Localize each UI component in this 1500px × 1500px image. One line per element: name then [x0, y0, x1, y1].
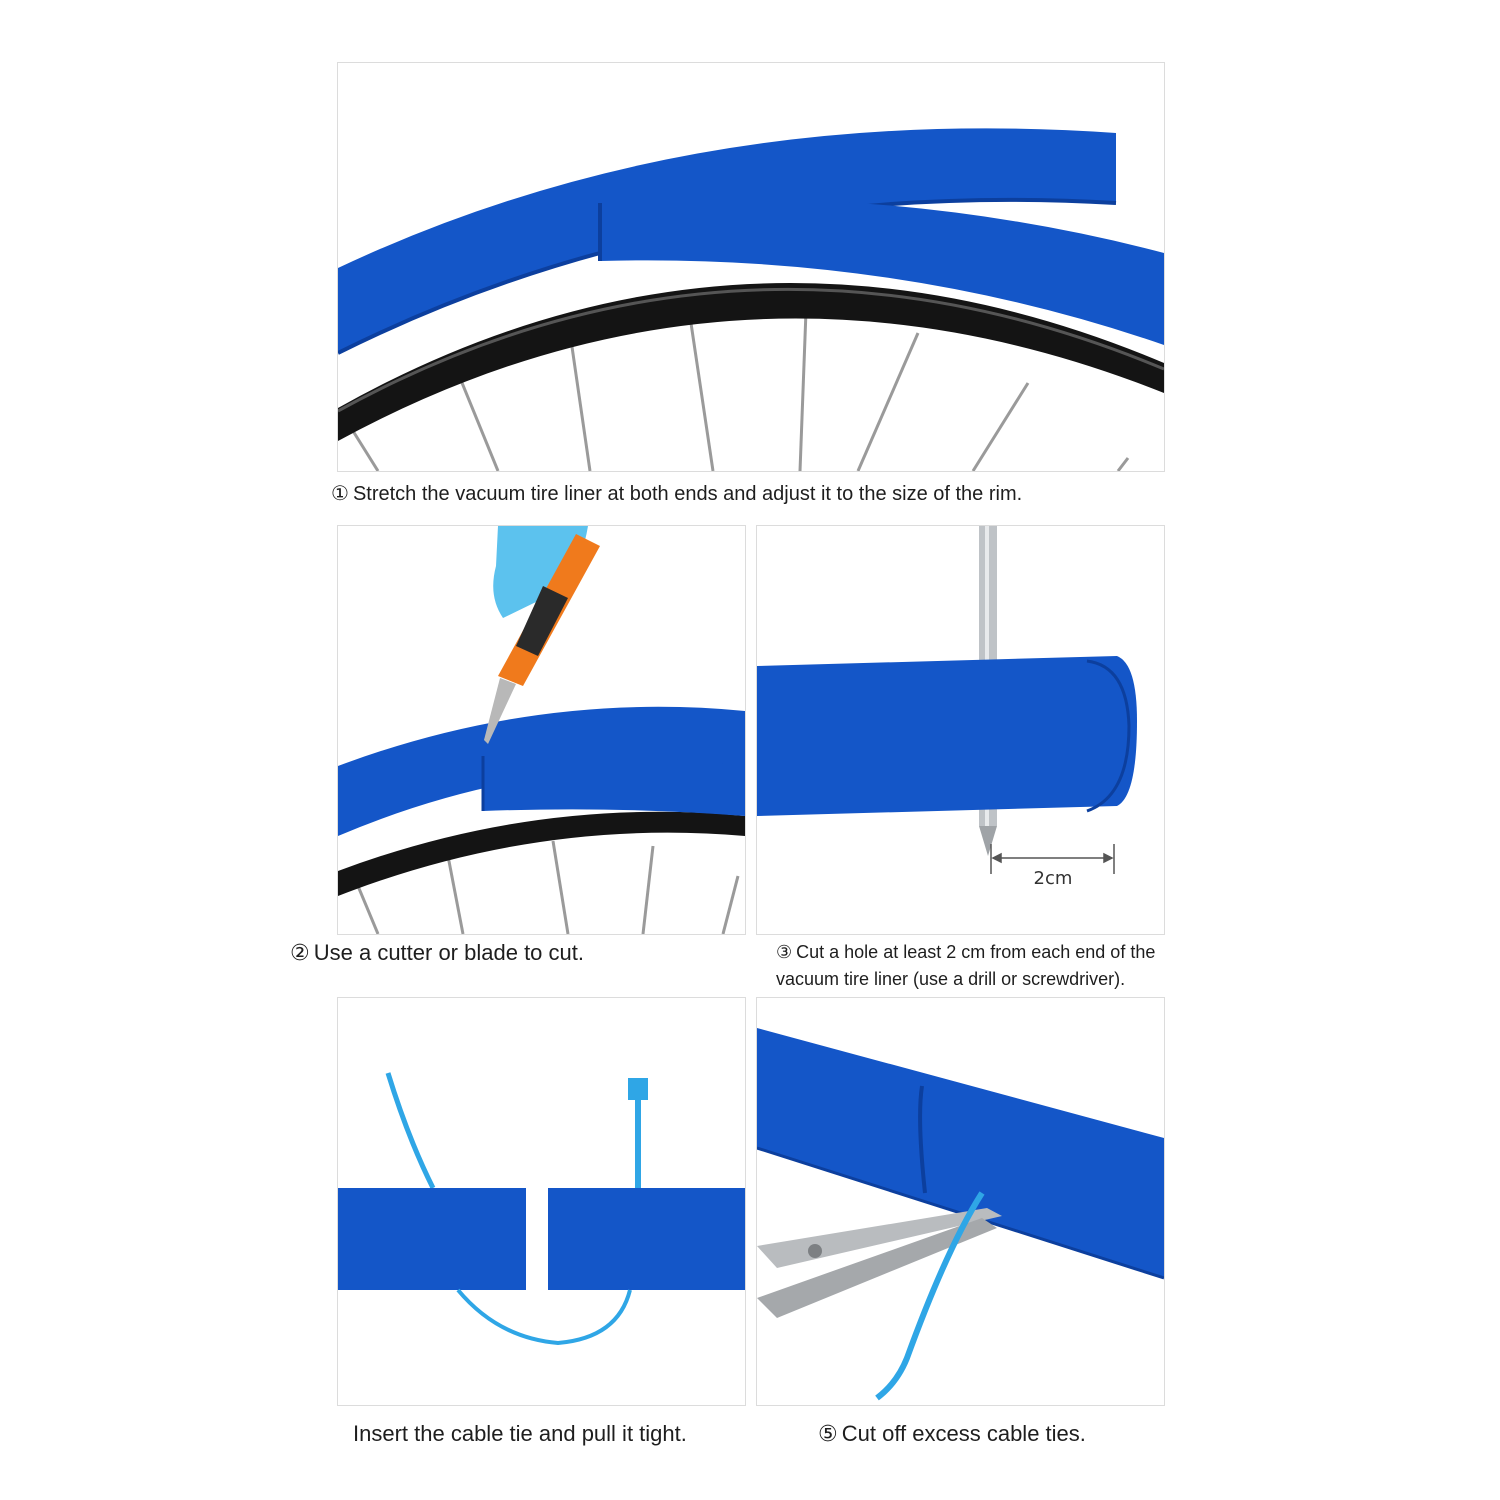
step-5-marker: ⑤ [818, 1421, 838, 1446]
step-2-text: Use a cutter or blade to cut. [313, 940, 584, 965]
cable-tie-tail [385, 1072, 436, 1190]
dimension-label: 2cm [1034, 868, 1073, 889]
liner-short [483, 754, 745, 816]
drilling-illustration: 2cm [757, 526, 1137, 889]
step-3-text: Cut a hole at least 2 cm from each end o… [776, 942, 1156, 989]
step-5-image [756, 997, 1165, 1406]
rim-with-liner-illustration [338, 128, 1164, 471]
cable-tie-head [628, 1078, 648, 1100]
liner-left-end [338, 1188, 526, 1290]
step-3-image: 2cm [756, 525, 1165, 935]
trimming-illustration [757, 1028, 1164, 1401]
step-1-text: Stretch the vacuum tire liner at both en… [352, 483, 1023, 505]
step-5-text: Cut off excess cable ties. [841, 1421, 1086, 1446]
cable-tie-loop [456, 1288, 632, 1346]
cutter-blade [484, 678, 516, 744]
step-3-marker: ③ [776, 942, 793, 962]
step-4-text: Insert the cable tie and pull it tight. [353, 1421, 687, 1446]
step-1-image [337, 62, 1165, 472]
liner-piece [757, 656, 1137, 816]
cable-tie-illustration [338, 1072, 745, 1346]
step-2-marker: ② [290, 940, 310, 965]
cutting-illustration [338, 526, 745, 934]
liner-short [600, 198, 1164, 345]
step-4-caption: Insert the cable tie and pull it tight. [349, 1420, 687, 1447]
dimension-marker [990, 844, 1115, 874]
liner-long [338, 128, 1116, 353]
scissors-blade-lower [757, 1218, 997, 1318]
liner-right-end [548, 1188, 745, 1290]
screwdriver-tip [979, 826, 997, 856]
step-4-image [337, 997, 746, 1406]
liner-joined [757, 1028, 1164, 1278]
step-2-image [337, 525, 746, 935]
scissors-pivot [808, 1244, 822, 1258]
step-1-marker: ① [331, 483, 349, 505]
wheel-rim [338, 811, 745, 896]
wheel-rim [338, 283, 1164, 441]
cable-tie-excess [875, 1191, 985, 1401]
glove [493, 526, 588, 618]
